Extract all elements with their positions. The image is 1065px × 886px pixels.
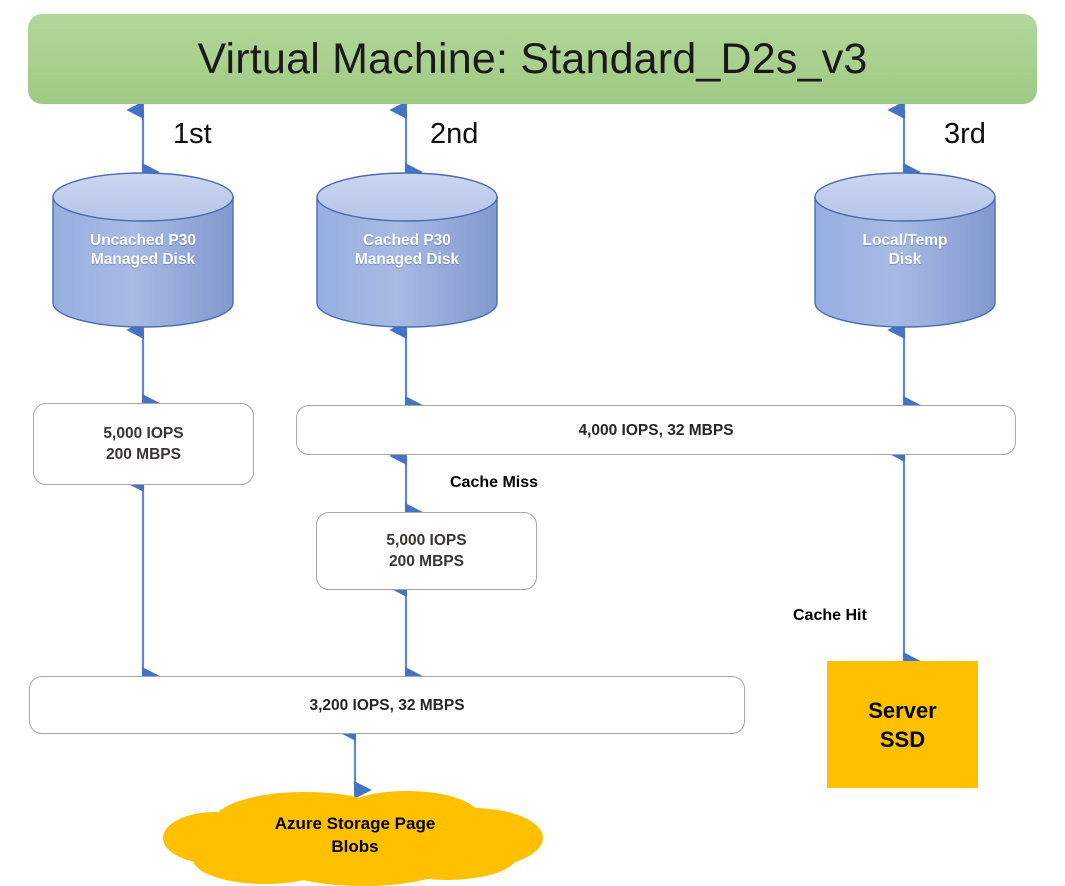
disk-cached-managed-disk: Cached P30 Managed Disk	[316, 172, 498, 328]
cache-miss-limits-line2: 200 MBPS	[389, 553, 464, 570]
box-cache-miss-limits: 5,000 IOPS 200 MBPS	[316, 512, 537, 590]
cloud-shape	[163, 791, 543, 886]
box-uncached-disk-limits: 5,000 IOPS 200 MBPS	[33, 403, 254, 485]
cached-vm-limits-text: 4,000 IOPS, 32 MBPS	[578, 421, 734, 439]
server-ssd-line2: SSD	[879, 726, 926, 752]
uncached-vm-limits-text: 3,200 IOPS, 32 MBPS	[309, 696, 465, 714]
cylinder-shape	[316, 172, 498, 328]
ordinal-label-2nd: 2nd	[430, 118, 479, 150]
cache-hit-label: Cache Hit	[793, 607, 867, 624]
box-cached-vm-limits: 4,000 IOPS, 32 MBPS	[296, 405, 1016, 455]
uncached-limits-line2: 200 MBPS	[106, 446, 181, 463]
cache-miss-limits-line1: 5,000 IOPS	[386, 532, 467, 549]
server-ssd-line1: Server	[868, 697, 937, 723]
disk-uncached-managed-disk: Uncached P30 Managed Disk	[52, 172, 234, 328]
uncached-limits-line1: 5,000 IOPS	[103, 425, 184, 442]
cylinder-shape	[52, 172, 234, 328]
cylinder-shape	[814, 172, 996, 328]
box-uncached-vm-limits: 3,200 IOPS, 32 MBPS	[29, 676, 745, 734]
vm-header-bar: Virtual Machine: Standard_D2s_v3	[28, 14, 1037, 104]
ordinal-label-3rd: 3rd	[944, 118, 986, 150]
server-ssd-box: Server SSD	[827, 661, 978, 788]
vm-title: Virtual Machine: Standard_D2s_v3	[197, 34, 868, 83]
ordinal-label-1st: 1st	[173, 118, 212, 150]
disk-local-temp-disk: Local/Temp Disk	[814, 172, 996, 328]
azure-storage-cloud: Azure Storage Page Blobs	[155, 786, 555, 886]
cache-miss-label: Cache Miss	[450, 474, 539, 491]
